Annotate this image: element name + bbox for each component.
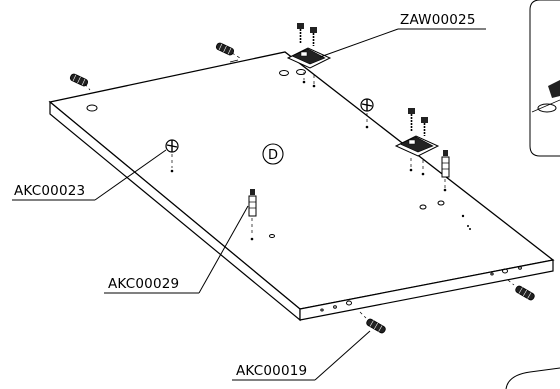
dowel-guide: [507, 279, 515, 286]
hole-mark: [296, 69, 306, 75]
hole-mark: [279, 70, 289, 76]
screw-right-2: [421, 117, 428, 136]
hole-mark: [86, 104, 98, 112]
dot-mark: [461, 214, 465, 218]
screw-point: [409, 168, 413, 172]
dowel-front-bottom: [366, 318, 386, 334]
dot-mark: [469, 228, 471, 230]
screw-point: [312, 84, 316, 88]
label-akc00023: AKC00023: [14, 183, 85, 199]
dowel-middle: [215, 42, 235, 56]
bolt-point: [250, 237, 254, 241]
screw-point: [302, 80, 306, 84]
label-akc00029: AKC00029: [108, 276, 179, 292]
cam-connector-right: [360, 98, 374, 112]
screw-point: [421, 172, 425, 176]
label-akc00023-group: AKC00023: [12, 149, 167, 201]
screw-right-1: [408, 108, 415, 132]
label-akc00019-group: AKC00019: [232, 330, 371, 381]
panel-letter-badge: D: [262, 143, 284, 165]
board-top-face: [48, 51, 555, 310]
screw-top-1: [297, 23, 304, 44]
edge-hole: [518, 266, 522, 270]
panel-letter: D: [268, 148, 278, 163]
edge-hole: [502, 268, 508, 274]
cam-point: [365, 125, 369, 129]
cam-connector-left: [165, 139, 179, 153]
dowel-guide: [84, 83, 91, 91]
screw-top-2: [310, 27, 317, 46]
detail-inset: [529, 0, 560, 157]
edge-hole: [490, 272, 494, 276]
board-panel: [48, 51, 555, 322]
label-zaw00025-group: ZAW00025: [319, 12, 486, 58]
dowel-front-right: [515, 285, 535, 301]
label-zaw00025: ZAW00025: [400, 12, 476, 28]
edge-hole: [333, 305, 337, 309]
edge-tick: [229, 59, 239, 63]
hole-mark: [269, 234, 275, 238]
dowel-guide: [359, 311, 367, 319]
cam-point: [170, 169, 174, 173]
board-side-face-right: [299, 259, 554, 321]
hinge-plate-top: [286, 47, 332, 69]
label-akc00029-group: AKC00029: [104, 205, 249, 294]
edge-hole: [346, 300, 352, 306]
bolt-point: [443, 188, 447, 192]
hole-mark: [419, 204, 427, 210]
dowel-guide: [231, 52, 241, 59]
edge-hole: [320, 308, 324, 312]
cam-bolt-left: [248, 189, 257, 217]
cam-bolt-right: [441, 150, 450, 178]
dowel-left: [69, 73, 89, 87]
detail-inset-bottom: [505, 367, 560, 389]
dot-mark: [467, 225, 469, 227]
hinge-plate-right: [394, 135, 440, 157]
hole-mark: [437, 200, 445, 206]
label-akc00019: AKC00019: [236, 363, 307, 379]
